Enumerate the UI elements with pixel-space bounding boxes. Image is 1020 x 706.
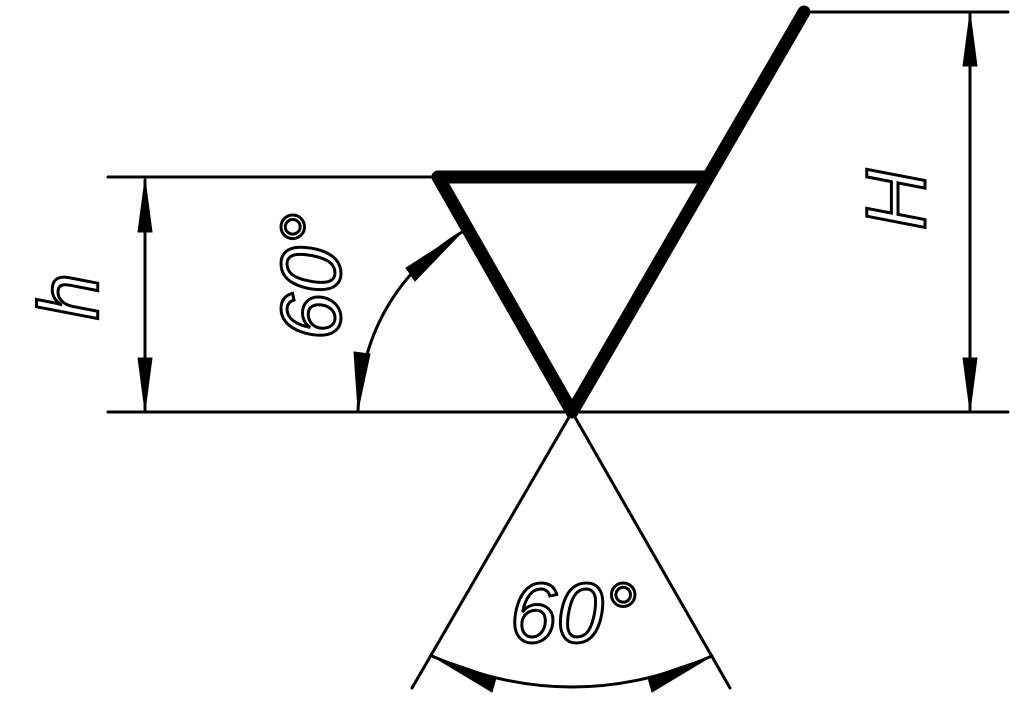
h-arrow-top bbox=[137, 178, 153, 233]
bottom-angle-arrow-right bbox=[647, 655, 713, 693]
side-angle-label: 60° bbox=[264, 213, 358, 340]
bottom-angle-arrow-left bbox=[431, 655, 497, 693]
H-arrow-bottom bbox=[962, 357, 978, 412]
bottom-angle-dimension bbox=[430, 654, 714, 693]
h-arrow-bottom bbox=[137, 357, 153, 412]
h-dimension bbox=[137, 178, 153, 412]
h-label: h bbox=[22, 273, 116, 320]
side-angle-dimension bbox=[353, 230, 464, 412]
bottom-angle-label: 60° bbox=[510, 566, 637, 660]
side-angle-arrow-bottom bbox=[353, 351, 371, 411]
H-label: H bbox=[849, 169, 943, 230]
H-dimension bbox=[962, 12, 978, 412]
side-angle-arc bbox=[356, 230, 464, 412]
lower-left-construction-line bbox=[410, 410, 574, 690]
side-angle-arrow-top bbox=[405, 231, 463, 282]
symbol-v-legs bbox=[431, 5, 811, 419]
lower-right-construction-line bbox=[570, 410, 732, 690]
H-arrow-top bbox=[962, 12, 978, 67]
